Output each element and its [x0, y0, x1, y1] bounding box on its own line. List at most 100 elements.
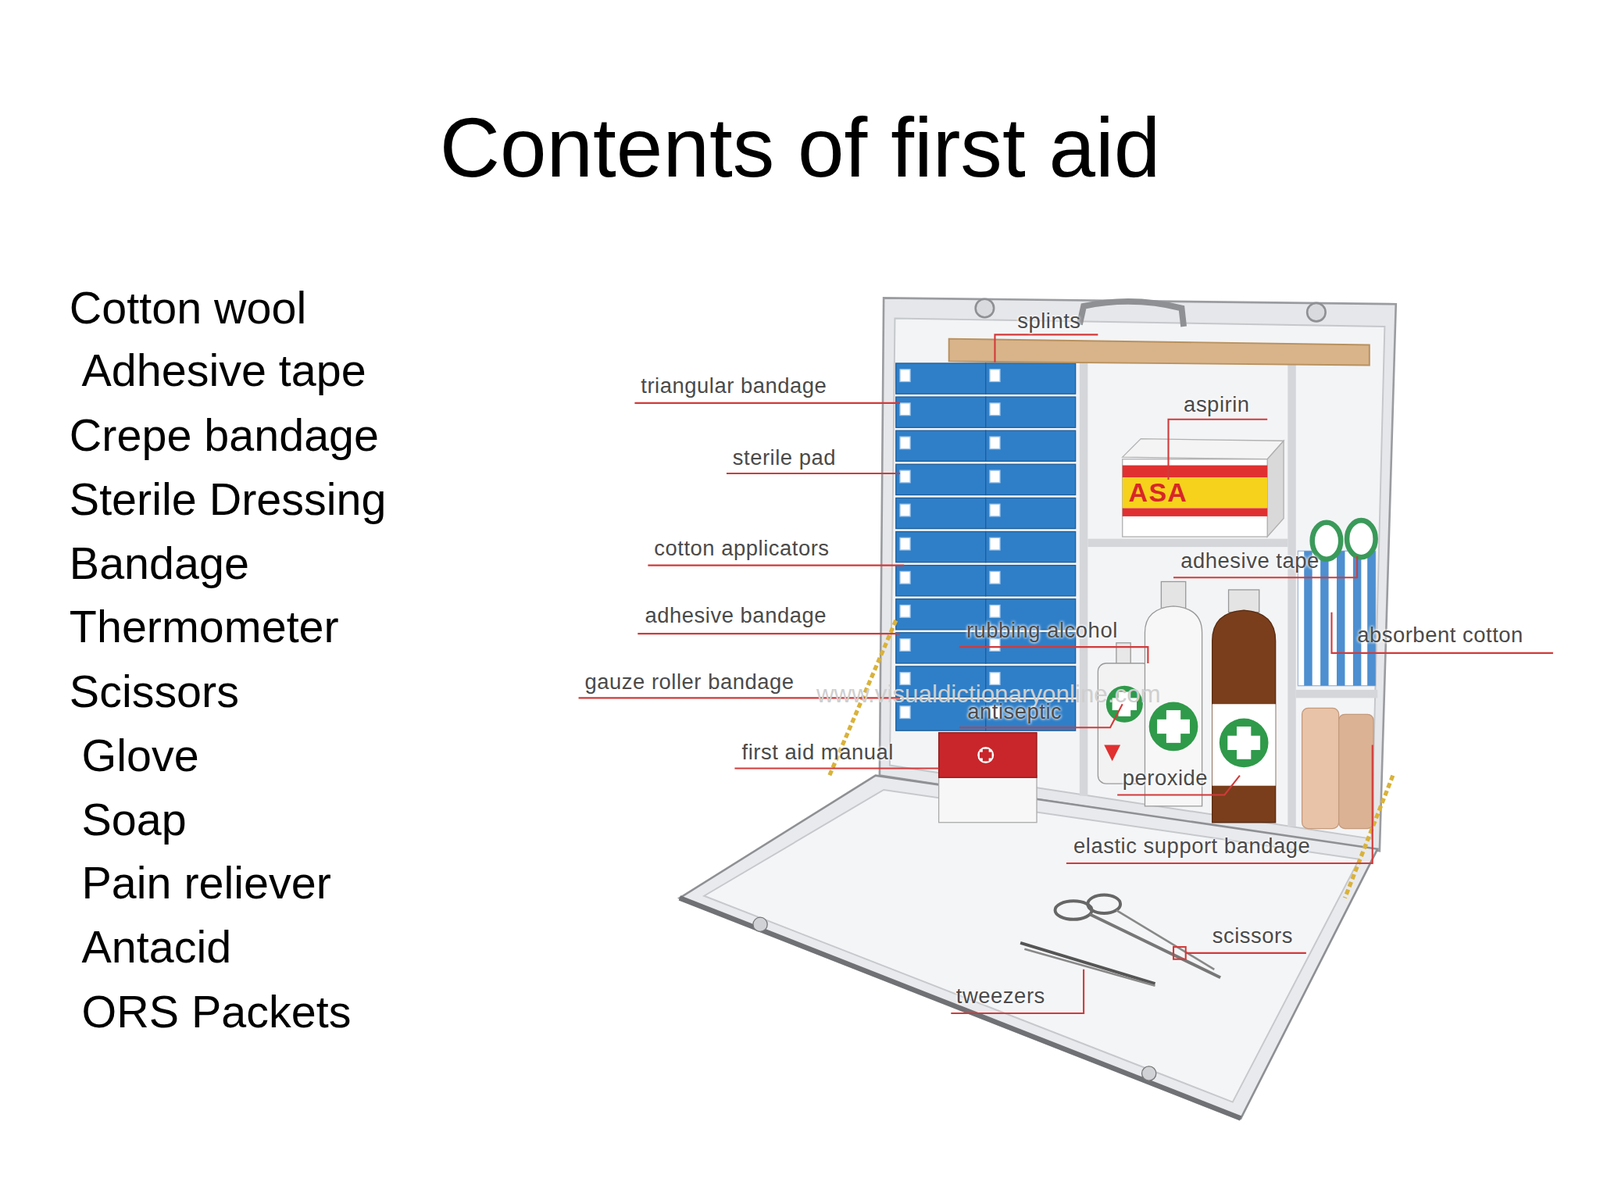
case-lid [679, 775, 1378, 1119]
aspirin-box [1122, 507, 1268, 516]
compartment-dividers [1079, 346, 1088, 797]
aspirin-box [1122, 465, 1268, 479]
leader-lines [959, 646, 1149, 664]
leader-lines [994, 334, 1098, 362]
peroxide-bottle [1212, 703, 1276, 786]
bandage-pouches [900, 571, 911, 584]
bandage-pouches [896, 497, 986, 529]
bandage-pouches [989, 537, 1000, 550]
scissors [1055, 894, 1222, 978]
rubbing-alcohol-bottle [1157, 719, 1190, 734]
scissors [1116, 910, 1215, 970]
peroxide-bottle [1212, 589, 1276, 823]
peroxide-bottle [1228, 589, 1260, 613]
aspirin-box [1122, 439, 1284, 537]
leader-lines [637, 632, 900, 635]
bandage-pouches [985, 430, 1076, 461]
compartment-dividers [1087, 539, 1288, 547]
bandage-pouches [989, 503, 1000, 517]
first-aid-manual [939, 732, 1037, 778]
peroxide-bottle [1219, 718, 1269, 768]
case-back [889, 318, 1385, 840]
case-lid [1142, 1066, 1157, 1081]
leader-lines [634, 402, 900, 404]
scissors [1087, 894, 1121, 914]
bandage-pouches [900, 639, 911, 652]
bandage-pouches [985, 363, 1076, 394]
bandage-pouches [896, 430, 986, 461]
list-item: Sterile Dressing [69, 473, 387, 528]
bandage-pouches [985, 565, 1076, 597]
tweezers [1020, 942, 1155, 986]
part-label: aspirin [1183, 391, 1250, 418]
first-aid-manual [979, 752, 993, 759]
bandage-pouches [989, 436, 1000, 450]
list-item: ORS Packets [81, 985, 351, 1040]
lid-straps [1344, 775, 1393, 899]
bandage-pouches [989, 605, 1000, 618]
part-label: cotton applicators [653, 535, 829, 561]
antiseptic-bottle [1097, 642, 1151, 784]
adhesive-tape-rolls [1367, 550, 1375, 686]
list-item: Antacid [81, 921, 232, 975]
compartment-dividers [1287, 346, 1296, 827]
case-handle [975, 299, 995, 318]
first-aid-manual [939, 732, 1037, 823]
adhesive-tape-rolls [1297, 520, 1375, 686]
scissors [1089, 914, 1221, 978]
leader-lines [1185, 952, 1307, 954]
part-label: adhesive tape [1180, 547, 1320, 574]
lid-straps [828, 620, 1393, 898]
list-item: Thermometer [69, 600, 340, 655]
bandage-pouches [900, 503, 911, 517]
bandage-pouches [900, 706, 911, 719]
rubbing-alcohol-bottle [1160, 581, 1186, 608]
adhesive-tape-rolls [1320, 550, 1329, 686]
elastic-support-bandages [1302, 707, 1340, 829]
bandage-pouches [896, 396, 986, 428]
bandage-pouches [896, 363, 1076, 731]
part-label: first aid manual [742, 739, 894, 765]
compartment-dividers [1296, 689, 1378, 698]
first-aid-manual [939, 775, 1037, 823]
leader-lines [647, 564, 904, 567]
slide-title: Contents of first aid [0, 106, 1600, 190]
bandage-pouches [900, 369, 911, 383]
tweezers [1020, 942, 1155, 984]
list-item: Adhesive tape [81, 344, 366, 399]
part-label: splints [1017, 307, 1081, 334]
part-label: antiseptic [967, 698, 1062, 725]
elastic-support-bandages [1302, 707, 1374, 829]
bandage-pouches [989, 571, 1000, 584]
part-label: absorbent cotton [1357, 621, 1524, 648]
case-handle [1307, 303, 1326, 322]
rubbing-alcohol-bottle [1149, 702, 1199, 752]
list-item: Bandage [69, 537, 250, 592]
leader-lines [1066, 744, 1373, 864]
list-item: Glove [81, 728, 199, 783]
part-label: elastic support bandage [1073, 832, 1311, 859]
splints [949, 339, 1370, 366]
aspirin-box [1122, 439, 1284, 460]
part-label: sterile pad [732, 444, 836, 471]
case-back [879, 297, 1397, 851]
aspirin-box [1267, 440, 1284, 537]
part-label: gauze roller bandage [584, 668, 794, 695]
splints [949, 339, 1370, 366]
case-back [879, 297, 1397, 851]
part-label: peroxide [1122, 764, 1208, 791]
bandage-pouches [985, 531, 1076, 562]
bandage-pouches [900, 470, 911, 483]
list-item: Soap [81, 793, 186, 848]
list-item: Scissors [69, 664, 240, 719]
case-lid [679, 775, 1378, 1119]
list-item: Cotton wool [69, 281, 307, 336]
bandage-pouches [985, 464, 1076, 495]
case-lid [753, 917, 768, 932]
part-label: scissors [1212, 922, 1293, 949]
bandage-pouches [900, 436, 911, 450]
bandage-pouches [900, 605, 911, 618]
bandage-pouches [989, 470, 1000, 483]
adhesive-tape-rolls [1346, 520, 1376, 558]
